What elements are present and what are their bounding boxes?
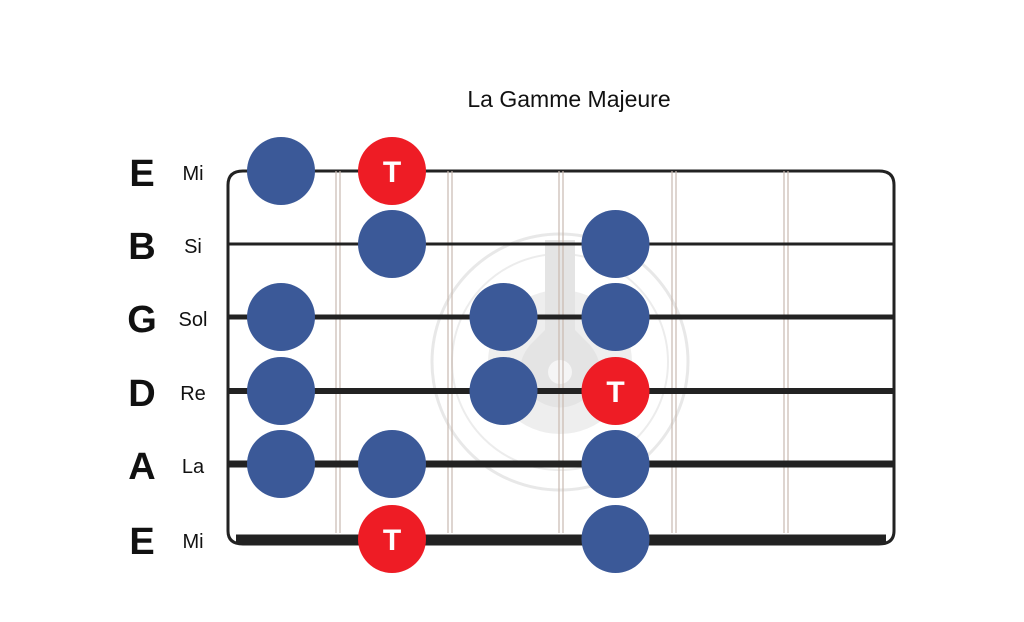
- scale-note-marker: [358, 210, 426, 278]
- scale-note-dot: [247, 430, 315, 498]
- scale-note-dot: [247, 283, 315, 351]
- scale-note-marker: [581, 505, 650, 573]
- scale-note-dot: [358, 430, 426, 498]
- string-name-4: Re: [180, 383, 206, 405]
- scale-note-dot: [247, 357, 315, 425]
- scale-note-dot: [581, 430, 650, 498]
- string-name-3: Sol: [179, 309, 208, 331]
- scale-note-marker: [247, 357, 315, 425]
- root-note-marker: T: [358, 137, 426, 205]
- fretboard-outline: [226, 169, 896, 531]
- root-note-label: T: [606, 376, 624, 409]
- root-note-marker: T: [581, 357, 650, 425]
- frets-group: [335, 171, 789, 533]
- string-letter-1: E: [129, 153, 154, 195]
- string-name-1: Mi: [182, 163, 203, 185]
- string-line-6-edge: [226, 530, 896, 546]
- root-note-label: T: [383, 524, 401, 557]
- scale-note-marker: [247, 283, 315, 351]
- string-name-6: Mi: [182, 531, 203, 553]
- scale-note-dot: [358, 210, 426, 278]
- strings-group: [226, 242, 896, 546]
- root-note-dot: [358, 505, 426, 573]
- scale-note-dot: [469, 357, 538, 425]
- notes-group: T T T: [247, 137, 650, 573]
- scale-note-marker: [581, 430, 650, 498]
- watermark-logo: [430, 232, 690, 492]
- scale-note-dot: [581, 210, 650, 278]
- scale-note-dot: [469, 283, 538, 351]
- scale-note-marker: [247, 430, 315, 498]
- string-letter-3: G: [127, 299, 157, 341]
- scale-note-dot: [581, 505, 650, 573]
- scale-note-marker: [469, 283, 538, 351]
- root-note-dot: [358, 137, 426, 205]
- scale-note-marker: [358, 430, 426, 498]
- string-name-5: La: [182, 456, 205, 478]
- scale-note-dot: [247, 137, 315, 205]
- scale-note-marker: [581, 210, 650, 278]
- root-note-dot: [581, 357, 650, 425]
- string-letter-5: A: [128, 446, 155, 488]
- scale-note-marker: [581, 283, 650, 351]
- scale-note-marker: [469, 357, 538, 425]
- diagram-title: La Gamme Majeure: [467, 86, 671, 112]
- string-letter-2: B: [128, 226, 155, 268]
- scale-note-marker: [247, 137, 315, 205]
- string-letter-6: E: [129, 521, 154, 563]
- string-letter-4: D: [128, 373, 155, 415]
- root-note-label: T: [383, 156, 401, 189]
- string-name-2: Si: [184, 236, 202, 258]
- root-note-marker: T: [358, 505, 426, 573]
- scale-note-dot: [581, 283, 650, 351]
